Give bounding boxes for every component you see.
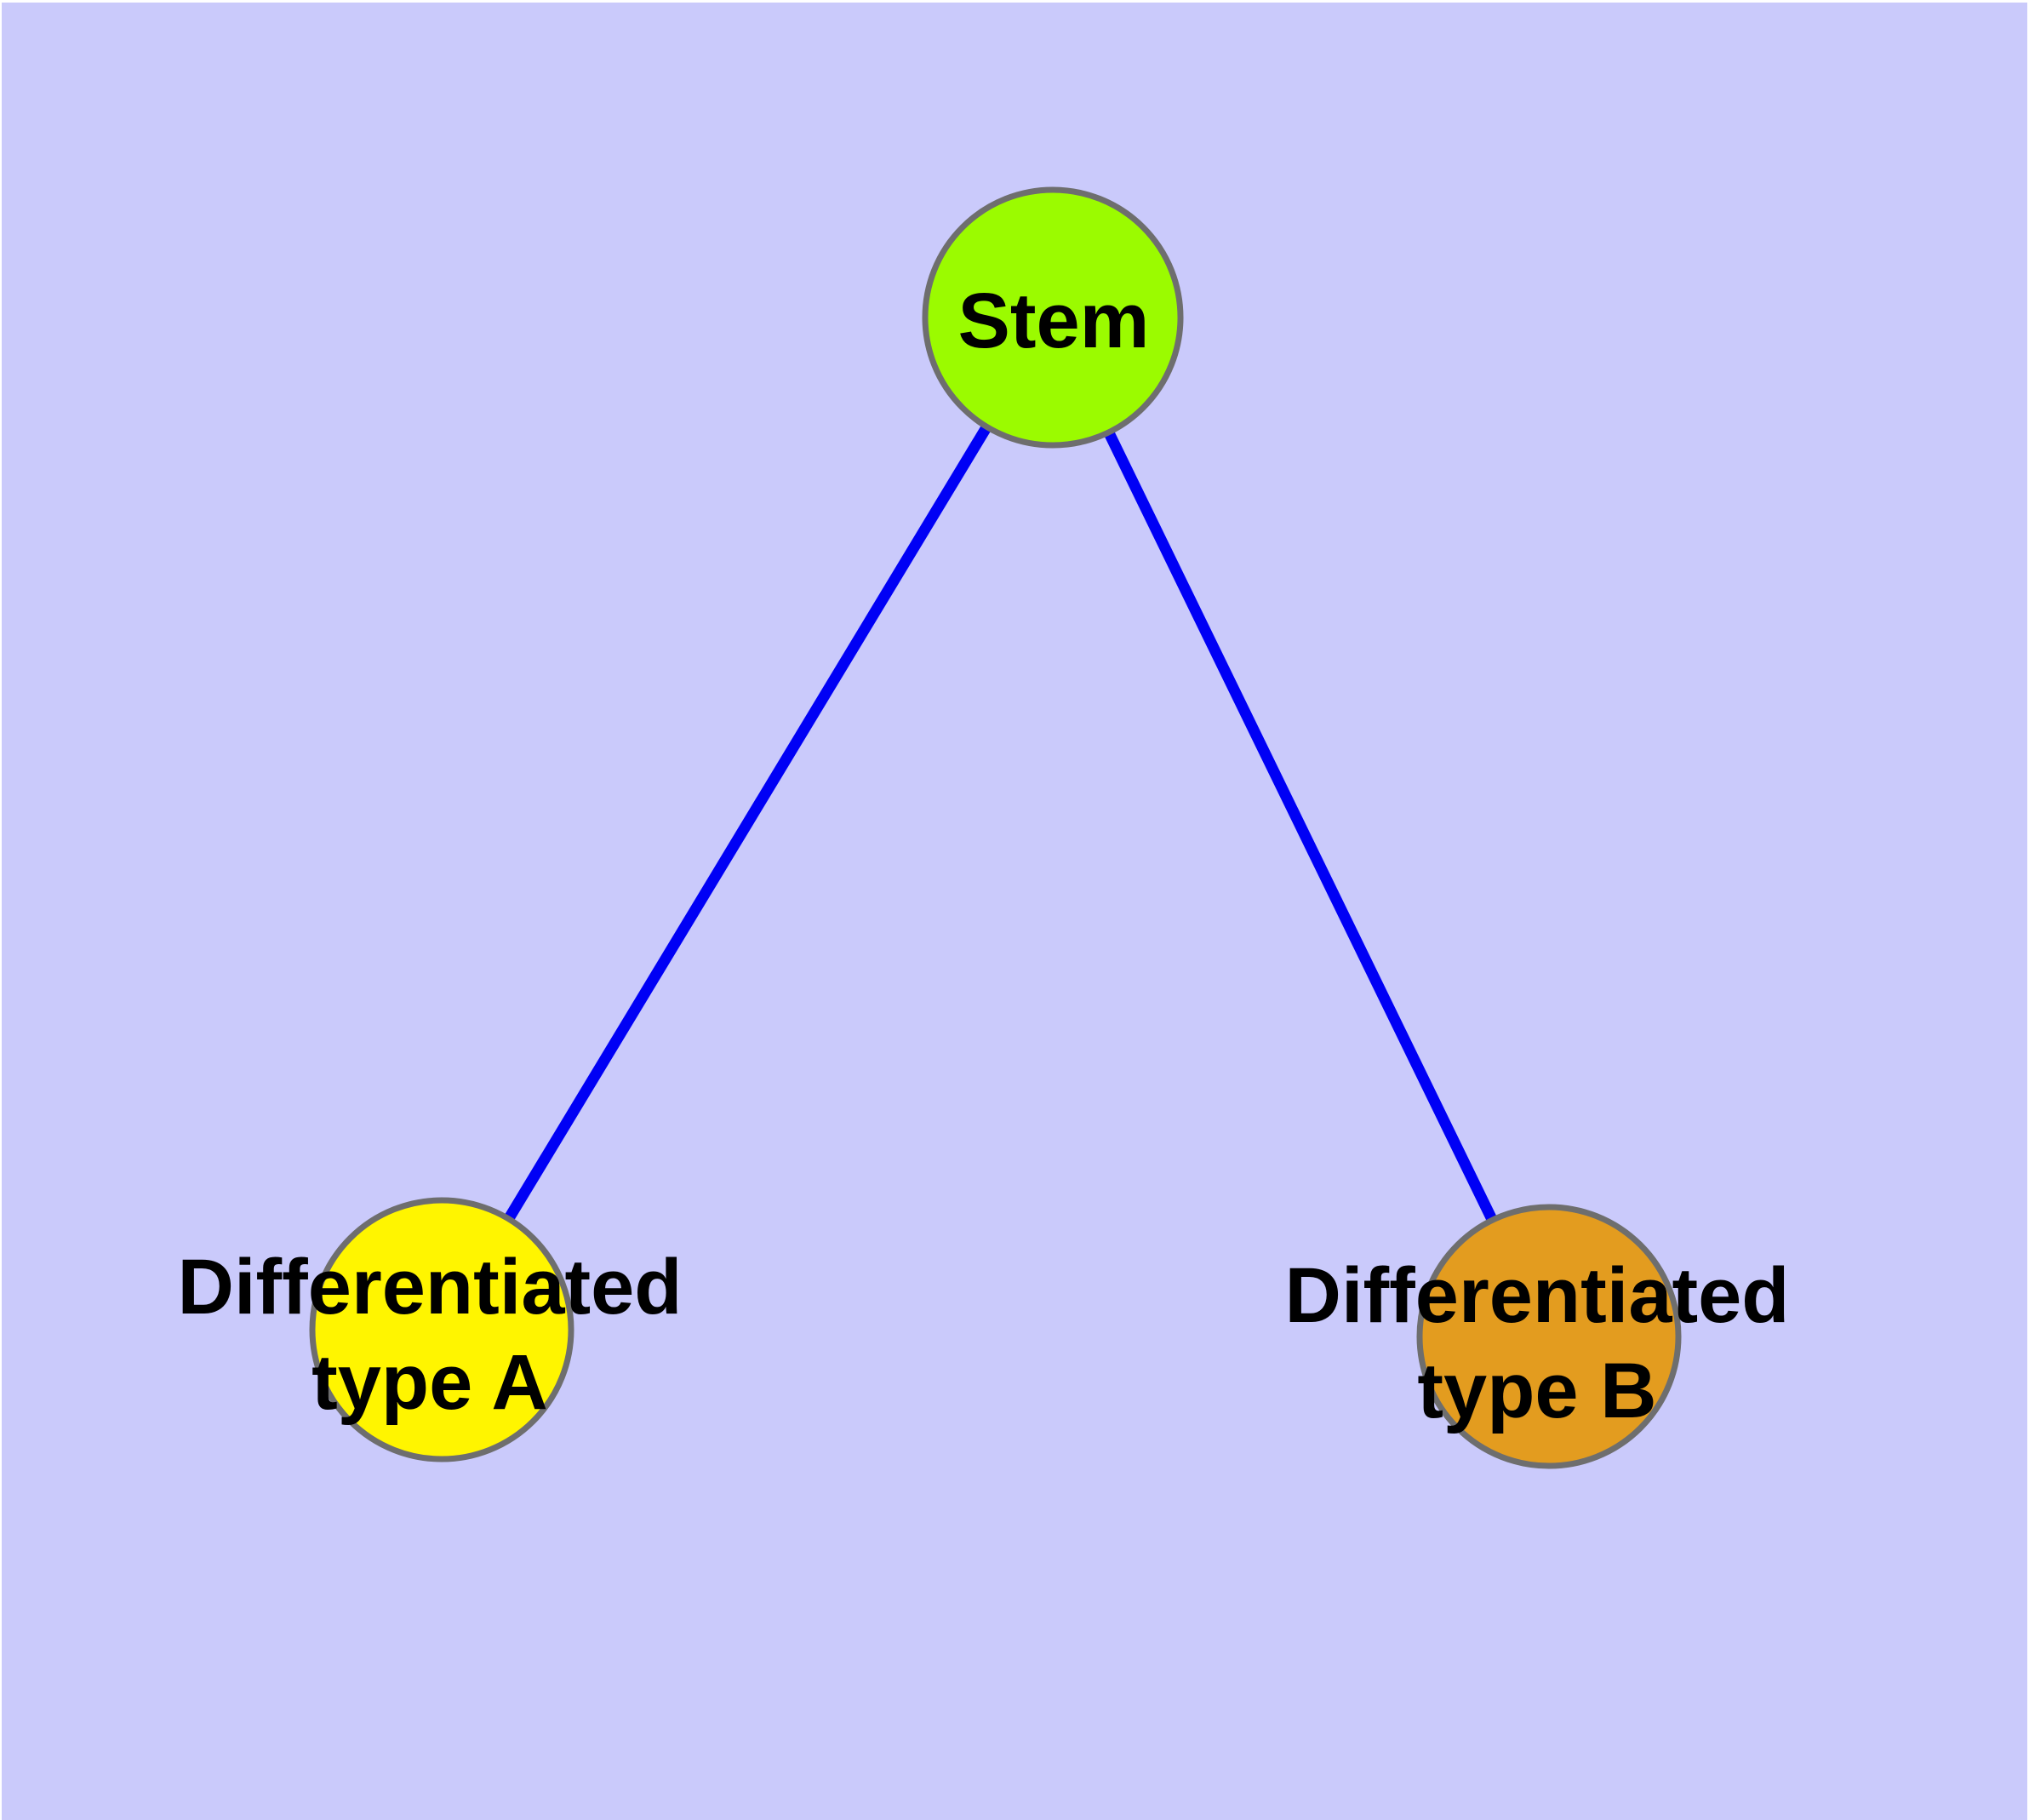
node-type-a-circle: [309, 1197, 574, 1462]
edge-stem-to-type-b: [1048, 315, 1554, 1339]
node-type-a-label: Differentiated type A: [178, 1239, 683, 1430]
node-type-a-label-line2: type A: [311, 1339, 548, 1426]
edge-stem-to-type-a: [437, 314, 1058, 1333]
node-type-b-label-line2: type B: [1417, 1348, 1657, 1434]
node-stem-circle: [922, 186, 1184, 449]
node-stem-label-line: Stem: [957, 278, 1150, 364]
node-type-b-label-line1: Differentiated: [1284, 1252, 1790, 1339]
node-type-b-label: Differentiated type B: [1285, 1248, 1790, 1439]
node-type-a-label-line1: Differentiated: [177, 1244, 683, 1331]
node-type-b-circle: [1416, 1204, 1682, 1469]
node-stem-label: Stem: [958, 273, 1150, 369]
